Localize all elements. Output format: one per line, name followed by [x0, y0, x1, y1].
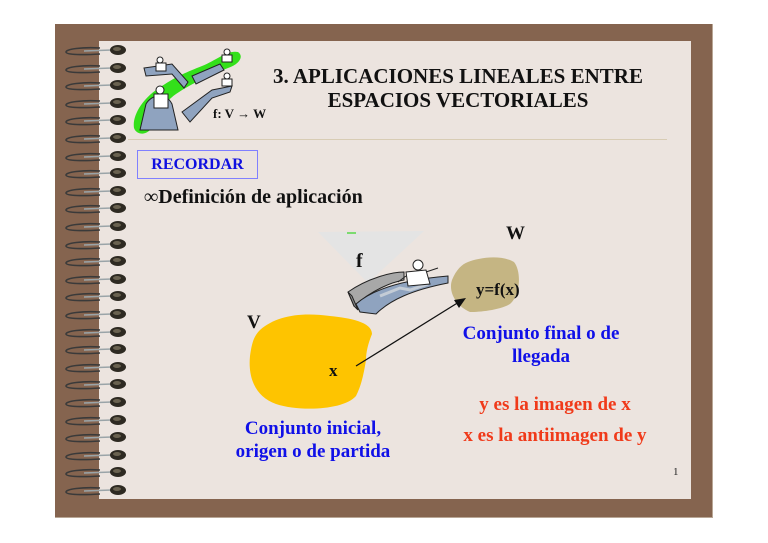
spiral-ring-icon — [62, 97, 132, 111]
domain-caption-line-2: origen o de partida — [235, 441, 391, 462]
spiral-ring-icon — [62, 132, 132, 146]
spiral-binding — [62, 40, 132, 500]
recordar-box: RECORDAR — [137, 150, 258, 179]
spiral-ring-icon — [62, 238, 132, 252]
spiral-ring-icon — [62, 220, 132, 234]
title-line-2: ESPACIOS VECTORIALES — [327, 88, 589, 112]
spiral-ring-icon — [62, 431, 132, 445]
spiral-ring-icon — [62, 114, 132, 128]
element-y: y=f(x) — [476, 280, 520, 299]
spiral-ring-icon — [62, 449, 132, 463]
element-x: x — [329, 361, 338, 380]
spiral-ring-icon — [62, 484, 132, 498]
spiral-ring-icon — [62, 273, 132, 287]
notebook-page — [99, 41, 691, 499]
spiral-ring-icon — [62, 202, 132, 216]
spiral-ring-icon — [62, 361, 132, 375]
spiral-ring-icon — [62, 396, 132, 410]
domain-set-blob — [249, 314, 372, 409]
bullet-definition: ∞Definición de aplicación — [144, 186, 363, 209]
domain-caption: Conjunto inicial, origen o de partida — [212, 417, 414, 463]
spiral-ring-icon — [62, 290, 132, 304]
bridge-backdrop — [318, 231, 424, 283]
spiral-ring-icon — [62, 466, 132, 480]
statement-preimage: x es la antiimagen de y — [463, 425, 647, 446]
clipart-caption: f: V → W — [213, 106, 267, 121]
codomain-set-label: W — [506, 223, 525, 244]
spiral-ring-icon — [62, 343, 132, 357]
header-divider — [128, 139, 667, 140]
spiral-ring-icon — [62, 378, 132, 392]
page-number: 1 — [673, 466, 679, 478]
bullet-text: Definición de aplicación — [158, 186, 363, 208]
statement-image: y es la imagen de x — [479, 394, 631, 415]
spiral-ring-icon — [62, 414, 132, 428]
title-line-1: 3. APLICACIONES LINEALES ENTRE — [273, 64, 643, 88]
spiral-ring-icon — [62, 79, 132, 93]
domain-caption-line-1: Conjunto inicial, — [244, 418, 382, 439]
spiral-ring-icon — [62, 150, 132, 164]
spiral-ring-icon — [62, 185, 132, 199]
spiral-ring-icon — [62, 167, 132, 181]
spiral-ring-icon — [62, 308, 132, 322]
infinity-bullet-icon: ∞ — [144, 186, 159, 208]
mapping-arrow — [355, 301, 460, 367]
spiral-ring-icon — [62, 44, 132, 58]
slide-title: 3. APLICACIONES LINEALES ENTRE ESPACIOS … — [248, 64, 668, 112]
codomain-caption-line-2: llegada — [511, 346, 571, 367]
domain-set-label: V — [247, 312, 261, 333]
codomain-set-blob — [450, 257, 519, 312]
spiral-ring-icon — [62, 255, 132, 269]
bridge-people-clipart-icon — [133, 48, 241, 134]
spiral-ring-icon — [62, 326, 132, 340]
codomain-caption-line-1: Conjunto final o de — [462, 323, 620, 344]
bridge-icon — [347, 259, 449, 315]
spiral-ring-icon — [62, 62, 132, 76]
codomain-caption: Conjunto final o de llegada — [430, 322, 652, 368]
function-label: f — [356, 250, 363, 272]
